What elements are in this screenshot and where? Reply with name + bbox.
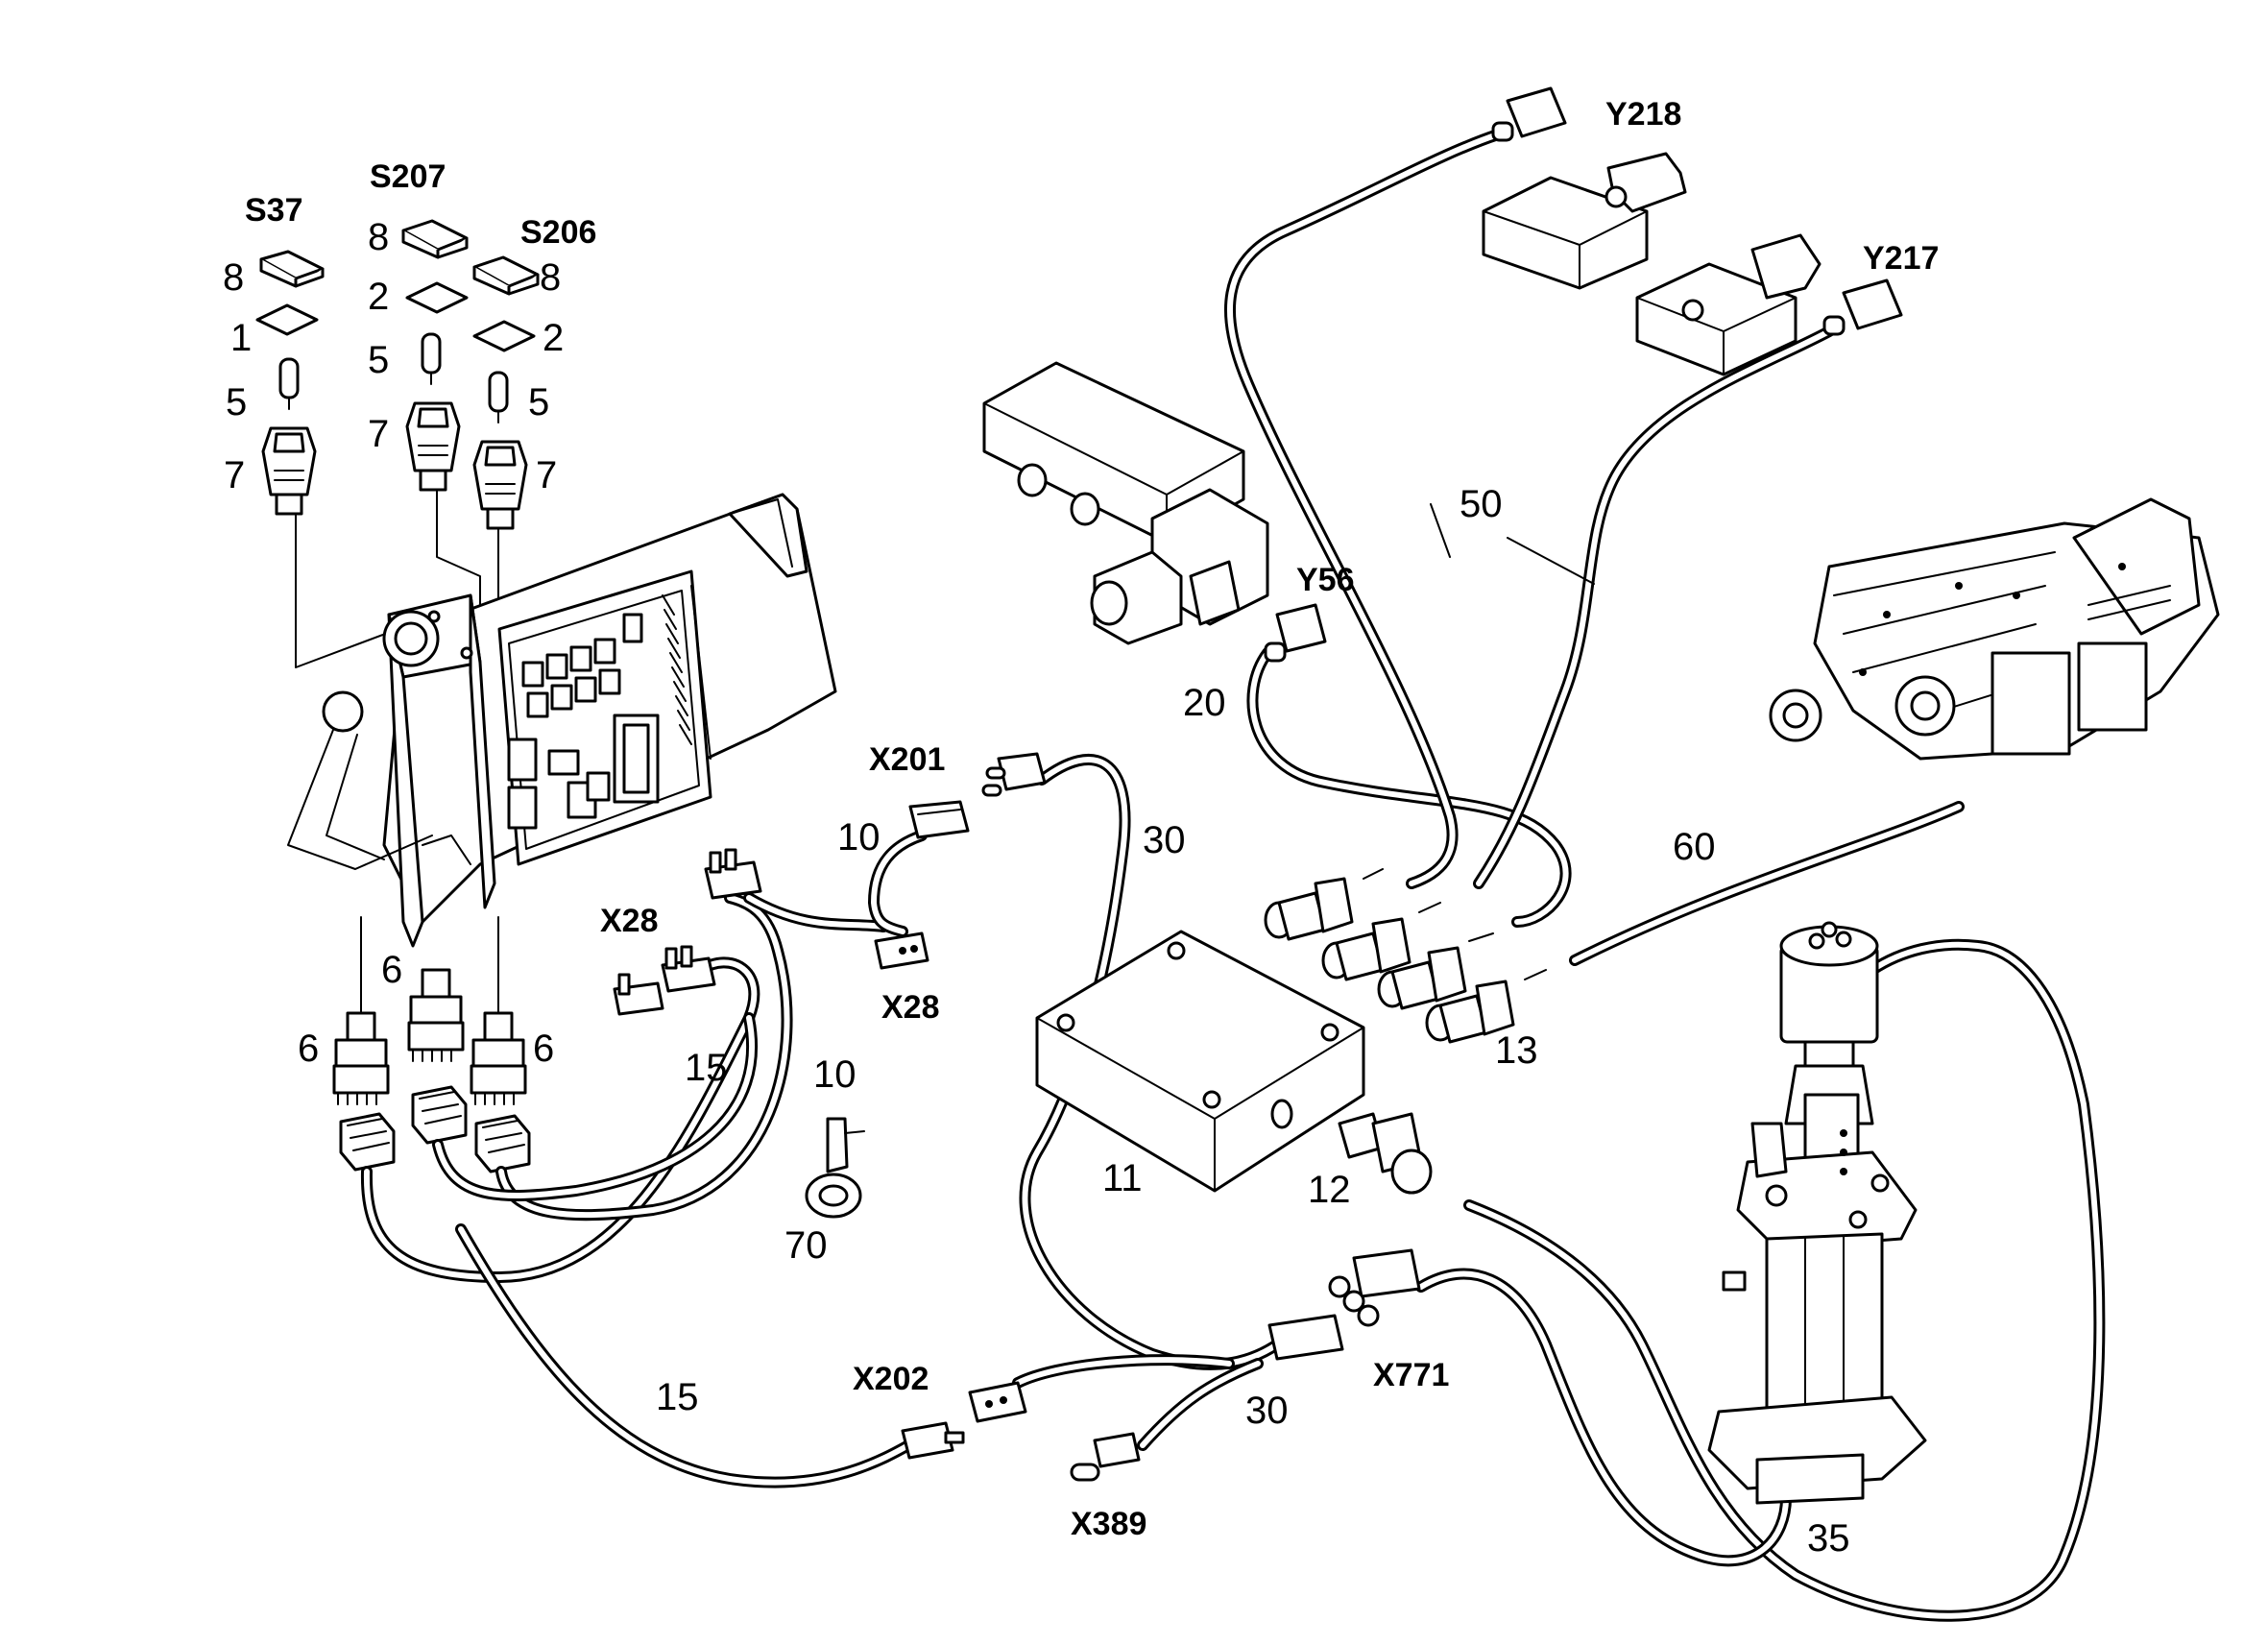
item-number-labels: 8 1 5 7 8 2 5 7 8 2 5 7 6 6 6 10 10 15 1… xyxy=(223,216,1850,1560)
item-plug-right: 6 xyxy=(533,1028,554,1070)
connector-x201 xyxy=(981,752,1047,797)
item-harness-10-mid: 10 xyxy=(813,1053,857,1096)
item-s37-switch: 7 xyxy=(224,454,245,496)
item-clip-70: 70 xyxy=(784,1224,828,1267)
plug-right xyxy=(470,916,527,1105)
label-x28-bottom: X28 xyxy=(881,989,940,1026)
item-s206-lens: 2 xyxy=(543,317,564,359)
item-harness-30-top: 30 xyxy=(1143,819,1186,861)
designation-labels: S37 S207 S206 Y218 Y217 Y56 X201 X28 X28… xyxy=(245,96,1939,1542)
transmission-unit xyxy=(1769,497,2220,761)
item-s207-bulb: 5 xyxy=(368,339,389,381)
item-harness-15-mid: 15 xyxy=(685,1047,728,1089)
switch-stack-s206 xyxy=(472,255,540,530)
item-harness-20: 20 xyxy=(1183,682,1226,724)
item-s37-cap: 8 xyxy=(223,256,244,299)
item-harness-60: 60 xyxy=(1673,826,1716,868)
connector-y218 xyxy=(1491,86,1567,142)
item-plug-left: 6 xyxy=(298,1028,319,1070)
item-s207-switch: 7 xyxy=(368,413,389,455)
connector-x28-top xyxy=(908,800,970,839)
connector-x28-left xyxy=(613,848,762,1016)
label-x201: X201 xyxy=(869,741,945,778)
connector-x389 xyxy=(1070,1432,1141,1482)
item-s207-lens: 2 xyxy=(368,276,389,318)
item-s206-cap: 8 xyxy=(540,256,561,299)
connector-x28-right xyxy=(874,931,929,970)
fittings-13 xyxy=(1264,868,1547,1044)
label-leaders xyxy=(1430,503,1595,585)
harness-connector-blocks xyxy=(339,1085,531,1173)
connector-y217 xyxy=(1822,278,1903,336)
control-panel-housing xyxy=(287,493,837,948)
connector-x771 xyxy=(1267,1248,1421,1361)
item-motor-35: 35 xyxy=(1807,1517,1850,1560)
valve-y56 xyxy=(982,361,1269,645)
item-s206-switch: 7 xyxy=(536,454,557,496)
plug-mid xyxy=(407,968,465,1062)
clip-70 xyxy=(805,1117,865,1219)
label-x389: X389 xyxy=(1071,1506,1146,1542)
harness-cables xyxy=(360,129,2106,1622)
switch-stack-s37 xyxy=(255,250,325,516)
item-harness-50: 50 xyxy=(1460,483,1503,525)
item-harness-15-bottom: 15 xyxy=(656,1376,699,1418)
item-fittings-13: 13 xyxy=(1495,1029,1538,1072)
label-y217: Y217 xyxy=(1863,240,1939,277)
item-harness-10-top: 10 xyxy=(837,816,881,859)
label-x28-top: X28 xyxy=(600,903,659,939)
fitting-12 xyxy=(1338,1112,1433,1195)
label-s207: S207 xyxy=(370,158,446,195)
solenoid-y218 xyxy=(1482,152,1687,290)
switch-stack-s207 xyxy=(401,219,469,492)
connector-y56 xyxy=(1264,603,1327,663)
connector-x202 xyxy=(901,1381,1027,1460)
label-s206: S206 xyxy=(520,214,596,251)
control-block-11 xyxy=(1035,930,1365,1193)
plug-left xyxy=(332,916,390,1105)
label-y56: Y56 xyxy=(1296,562,1355,598)
solenoid-y217 xyxy=(1635,233,1822,376)
label-y218: Y218 xyxy=(1605,96,1681,133)
motor-35 xyxy=(1707,921,1927,1505)
label-x771: X771 xyxy=(1373,1357,1449,1393)
item-s37-bulb: 5 xyxy=(226,381,247,423)
item-s206-bulb: 5 xyxy=(528,381,549,423)
label-x202: X202 xyxy=(853,1361,929,1397)
item-harness-30-bottom: 30 xyxy=(1245,1390,1289,1432)
item-block-11: 11 xyxy=(1102,1157,1143,1199)
item-s207-cap: 8 xyxy=(368,216,389,258)
label-s37: S37 xyxy=(245,192,303,229)
item-plug-mid: 6 xyxy=(381,949,402,991)
item-fitting-12: 12 xyxy=(1308,1169,1351,1211)
item-s37-lens: 1 xyxy=(230,317,252,359)
